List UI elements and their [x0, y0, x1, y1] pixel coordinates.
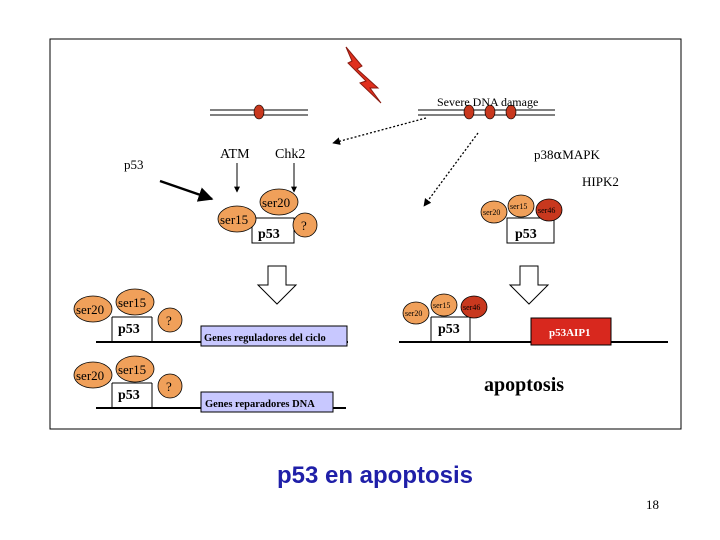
ser20-circle: [73, 361, 113, 389]
p53-label: p53: [258, 227, 280, 242]
ser15-label: ser15: [220, 212, 248, 227]
ser15-circle: [217, 205, 257, 233]
dna-lesion-marker: [505, 104, 517, 120]
ser20-circle: [402, 301, 430, 325]
ser20-label: ser20: [76, 368, 104, 383]
hipk2-label: HIPK2: [582, 174, 619, 189]
question-circle: [292, 212, 318, 238]
ser20-circle: [73, 295, 113, 323]
apoptosis-label: apoptosis: [484, 374, 564, 396]
gene-box: [200, 391, 334, 413]
atm-label: ATM: [220, 147, 250, 162]
p53-label: p53: [515, 227, 537, 242]
bold-arrow-p53-input: [159, 179, 214, 202]
phospho-p53-right: p53 ser20 ser15 ser46: [480, 194, 563, 244]
ser15-label: ser15: [118, 362, 146, 377]
dna-lesion-marker: [484, 104, 496, 120]
dna-lesion-marker: [463, 104, 475, 120]
gene-box: [200, 325, 348, 347]
question-circle: [157, 307, 183, 333]
dna-strand-right: [418, 104, 555, 120]
p53aip1-box: [530, 317, 612, 346]
p53-label: p53: [118, 322, 140, 337]
gene-label: Genes reguladores del ciclo: [204, 333, 326, 344]
slide-title: p53 en apoptosis: [277, 462, 473, 489]
chk2-label: Chk2: [275, 147, 305, 162]
ser15-label: ser15: [118, 295, 146, 310]
ser20-label: ser20: [405, 309, 422, 318]
question-circle: [157, 373, 183, 399]
ser15-circle: [430, 293, 458, 317]
dna-lesion-marker: [253, 104, 265, 120]
diagram-frame: [49, 38, 682, 430]
page-number: 18: [646, 497, 659, 512]
ser46-circle: [535, 198, 563, 222]
ser20-label: ser20: [76, 302, 104, 317]
ser15-circle: [507, 194, 535, 218]
question-label: ?: [166, 313, 172, 328]
p53aip1-label: p53AIP1: [549, 327, 591, 339]
p53-label: p53: [438, 322, 460, 337]
block-arrow-right: [508, 265, 550, 305]
phospho-p53-left: p53 ser20 ser15 ?: [217, 188, 318, 244]
ser46-circle: [460, 295, 488, 319]
dna-strand-left: [210, 104, 308, 120]
gene-row-cycle: p53 ser20 ser15 ? Genes reguladores del …: [73, 288, 348, 347]
ser20-label: ser20: [262, 195, 290, 210]
ser20-circle: [480, 200, 508, 224]
ser46-label: ser46: [538, 206, 555, 215]
gene-row-repair: p53 ser20 ser15 ? Genes reparadores DNA: [73, 355, 346, 413]
ser15-circle: [115, 288, 155, 316]
p53-label: p53: [118, 388, 140, 403]
p38-mapk-label: p38αMAPK: [534, 147, 600, 163]
dotted-arrow-to-p53-right: [423, 132, 479, 207]
ser20-circle: [259, 188, 299, 216]
damage-label: Severe DNA damage: [437, 95, 538, 109]
p53-input-label: p53: [124, 157, 144, 172]
question-label: ?: [166, 379, 172, 394]
ser20-label: ser20: [483, 208, 500, 217]
block-arrow-left: [256, 265, 298, 305]
lightning-bolt-icon: [345, 46, 382, 104]
gene-row-apoptosis: p53 ser20 ser15 ser46 p53AIP1: [399, 293, 668, 346]
question-label: ?: [301, 218, 307, 233]
dotted-arrow-to-atm: [332, 117, 427, 145]
gene-label: Genes reparadores DNA: [205, 399, 315, 410]
ser15-label: ser15: [433, 301, 450, 310]
ser15-label: ser15: [510, 202, 527, 211]
ser15-circle: [115, 355, 155, 383]
ser46-label: ser46: [463, 303, 480, 312]
